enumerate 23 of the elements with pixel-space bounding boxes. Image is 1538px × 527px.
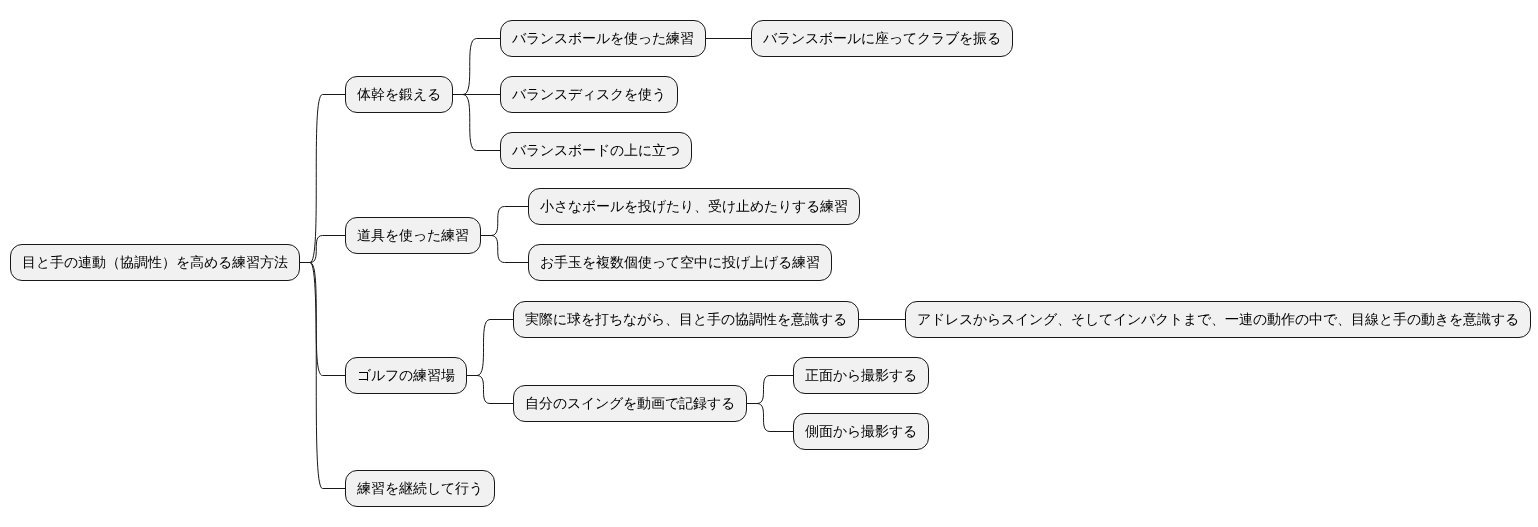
connector-line bbox=[746, 403, 794, 432]
topic-box: 自分のスイングを動画で記録する bbox=[513, 385, 747, 422]
connector-line bbox=[480, 235, 529, 263]
topic-box: バランスボードの上に立つ bbox=[500, 132, 692, 169]
topic-box: お手玉を複数個使って空中に投げ上げる練習 bbox=[528, 244, 832, 281]
topic-box: 実際に球を打ちながら、目と手の協調性を意識する bbox=[513, 301, 859, 338]
topic-box: アドレスからスイング、そしてインパクトまで、一連の動作の中で、目線と手の動きを意識する bbox=[905, 301, 1531, 338]
topic-box: 練習を継続して行う bbox=[345, 470, 495, 507]
connector-line bbox=[466, 375, 514, 404]
connector-line bbox=[452, 94, 501, 151]
topic-box: 目と手の連動（協調性）を高める練習方法 bbox=[10, 244, 300, 281]
topic-box: 小さなボールを投げたり、受け止めたりする練習 bbox=[528, 188, 860, 225]
topic-box: 道具を使った練習 bbox=[345, 217, 481, 254]
topic-box: ゴルフの練習場 bbox=[345, 357, 467, 394]
topic-box: 体幹を鍛える bbox=[345, 76, 453, 113]
topic-box: バランスボールに座ってクラブを振る bbox=[751, 20, 1013, 57]
connector-line bbox=[705, 38, 752, 39]
topic-box: 側面から撮影する bbox=[793, 413, 929, 450]
topic-box: 正面から撮影する bbox=[793, 357, 929, 394]
topic-box: バランスボールを使った練習 bbox=[500, 20, 706, 57]
connector-line bbox=[858, 319, 906, 320]
connector-line bbox=[299, 262, 346, 489]
topic-box: バランスディスクを使う bbox=[500, 76, 678, 113]
